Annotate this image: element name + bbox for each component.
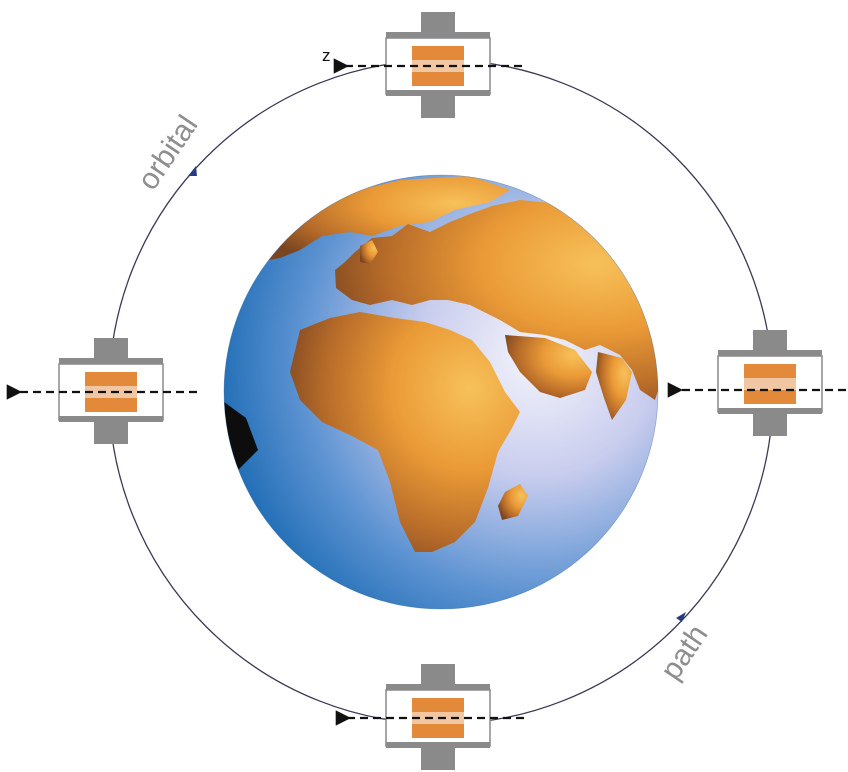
africa-landmass bbox=[290, 312, 520, 552]
arabia-landmass bbox=[505, 335, 592, 398]
orbit-label-path: path bbox=[654, 619, 714, 686]
british-isles bbox=[360, 240, 378, 264]
satellite-right bbox=[667, 330, 846, 436]
satellite-bottom bbox=[335, 664, 524, 770]
madagascar-landmass bbox=[498, 484, 528, 520]
satellite-top bbox=[333, 12, 522, 118]
india-landmass bbox=[596, 352, 632, 420]
earth-globe bbox=[223, 174, 659, 610]
satellite-left bbox=[6, 338, 197, 444]
axis-label-z: z bbox=[322, 46, 331, 65]
eurasia-landmass bbox=[335, 200, 658, 400]
orbit-arrow-upper-left bbox=[188, 166, 197, 176]
orbit-arrow-lower-right bbox=[676, 612, 686, 622]
orbit-label-orbital: orbital bbox=[131, 110, 204, 196]
arctic-landmass bbox=[258, 176, 510, 262]
